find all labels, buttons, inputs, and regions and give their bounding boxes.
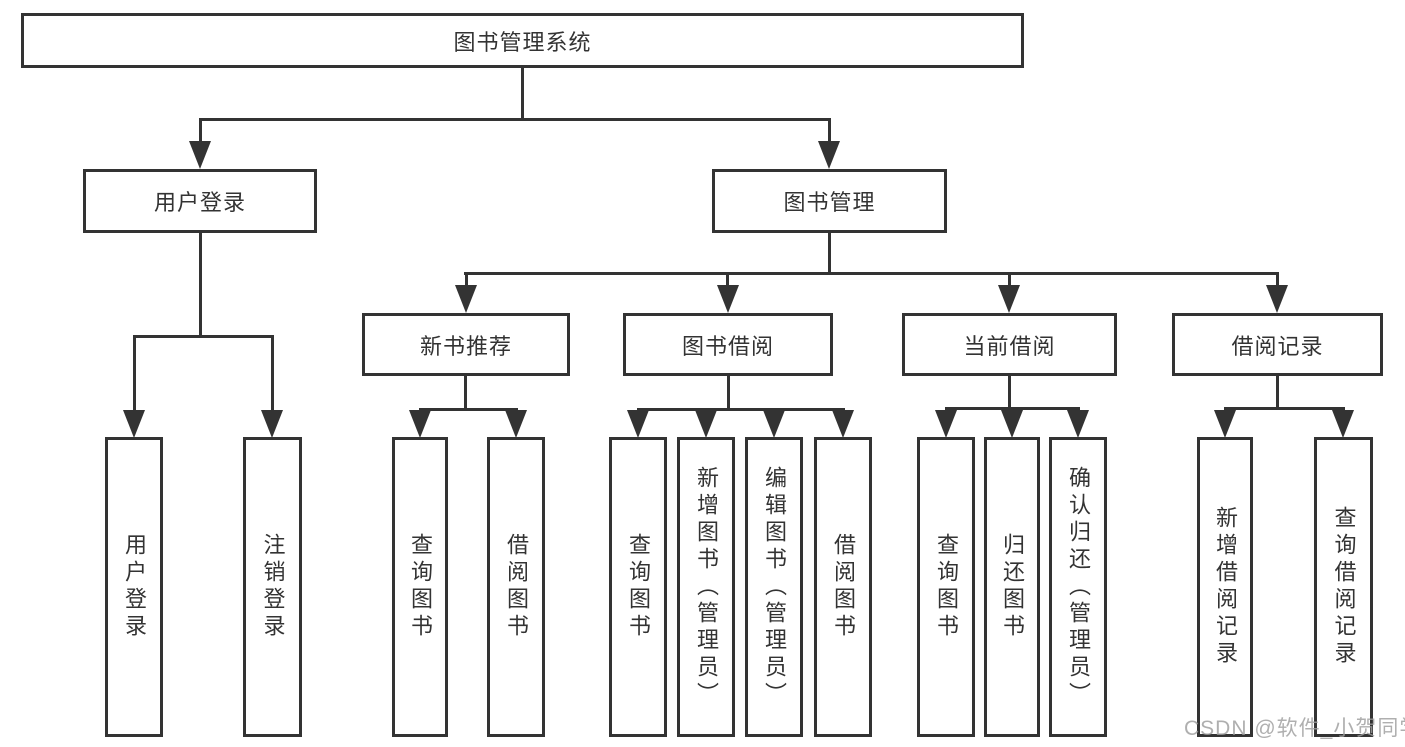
arrow-down-icon bbox=[935, 410, 957, 438]
connector bbox=[464, 272, 1279, 275]
connector bbox=[1224, 407, 1345, 410]
connector bbox=[133, 335, 274, 338]
leaf-query-books: 查询图书 bbox=[392, 437, 448, 737]
connector bbox=[828, 233, 831, 275]
arrow-down-icon bbox=[832, 410, 854, 438]
leaf-query-books: 查询图书 bbox=[609, 437, 667, 737]
connector bbox=[199, 233, 202, 336]
leaf-confirm-return-admin: 确认归还（管理员） bbox=[1049, 437, 1107, 737]
leaf-edit-book-admin: 编辑图书（管理员） bbox=[745, 437, 803, 737]
connector bbox=[1008, 272, 1011, 288]
arrow-down-icon bbox=[763, 410, 785, 438]
connector bbox=[726, 272, 729, 288]
arrow-down-icon bbox=[1332, 410, 1354, 438]
connector bbox=[199, 118, 831, 121]
connector bbox=[419, 408, 518, 411]
leaf-logout: 注销登录 bbox=[243, 437, 302, 737]
arrow-down-icon bbox=[261, 410, 283, 438]
connector bbox=[727, 376, 730, 410]
connector bbox=[1276, 376, 1279, 409]
arrow-down-icon bbox=[455, 285, 477, 313]
arrow-down-icon bbox=[1067, 410, 1089, 438]
leaf-user-login: 用户登录 bbox=[105, 437, 163, 737]
connector bbox=[828, 118, 831, 143]
node-new-book-recommendation: 新书推荐 bbox=[362, 313, 570, 376]
arrow-down-icon bbox=[1001, 410, 1023, 438]
connector bbox=[637, 408, 845, 411]
arrow-down-icon bbox=[998, 285, 1020, 313]
connector bbox=[1276, 272, 1279, 288]
leaf-borrow-books: 借阅图书 bbox=[814, 437, 872, 737]
node-current-borrowing: 当前借阅 bbox=[902, 313, 1117, 376]
arrow-down-icon bbox=[818, 141, 840, 169]
arrow-down-icon bbox=[409, 410, 431, 438]
connector bbox=[465, 272, 468, 288]
connector bbox=[945, 407, 1080, 410]
arrow-down-icon bbox=[1214, 410, 1236, 438]
connector bbox=[271, 335, 274, 411]
leaf-query-books: 查询图书 bbox=[917, 437, 975, 737]
arrow-down-icon bbox=[189, 141, 211, 169]
connector bbox=[521, 68, 524, 120]
leaf-add-borrow-record: 新增借阅记录 bbox=[1197, 437, 1253, 737]
node-book-management: 图书管理 bbox=[712, 169, 947, 233]
leaf-add-book-admin: 新增图书（管理员） bbox=[677, 437, 735, 737]
connector bbox=[1008, 376, 1011, 409]
leaf-query-borrow-record: 查询借阅记录 bbox=[1314, 437, 1373, 737]
connector bbox=[199, 118, 202, 143]
node-user-login: 用户登录 bbox=[83, 169, 317, 233]
arrow-down-icon bbox=[123, 410, 145, 438]
leaf-return-books: 归还图书 bbox=[984, 437, 1040, 737]
connector bbox=[133, 335, 136, 411]
node-borrowing-records: 借阅记录 bbox=[1172, 313, 1383, 376]
arrow-down-icon bbox=[505, 410, 527, 438]
node-book-borrowing: 图书借阅 bbox=[623, 313, 833, 376]
watermark-text: CSDN @软件_小贺同学 bbox=[1184, 717, 1405, 740]
arrow-down-icon bbox=[627, 410, 649, 438]
arrow-down-icon bbox=[717, 285, 739, 313]
leaf-borrow-books: 借阅图书 bbox=[487, 437, 545, 737]
arrow-down-icon bbox=[695, 410, 717, 438]
arrow-down-icon bbox=[1266, 285, 1288, 313]
node-root: 图书管理系统 bbox=[21, 13, 1024, 68]
connector bbox=[464, 376, 467, 410]
